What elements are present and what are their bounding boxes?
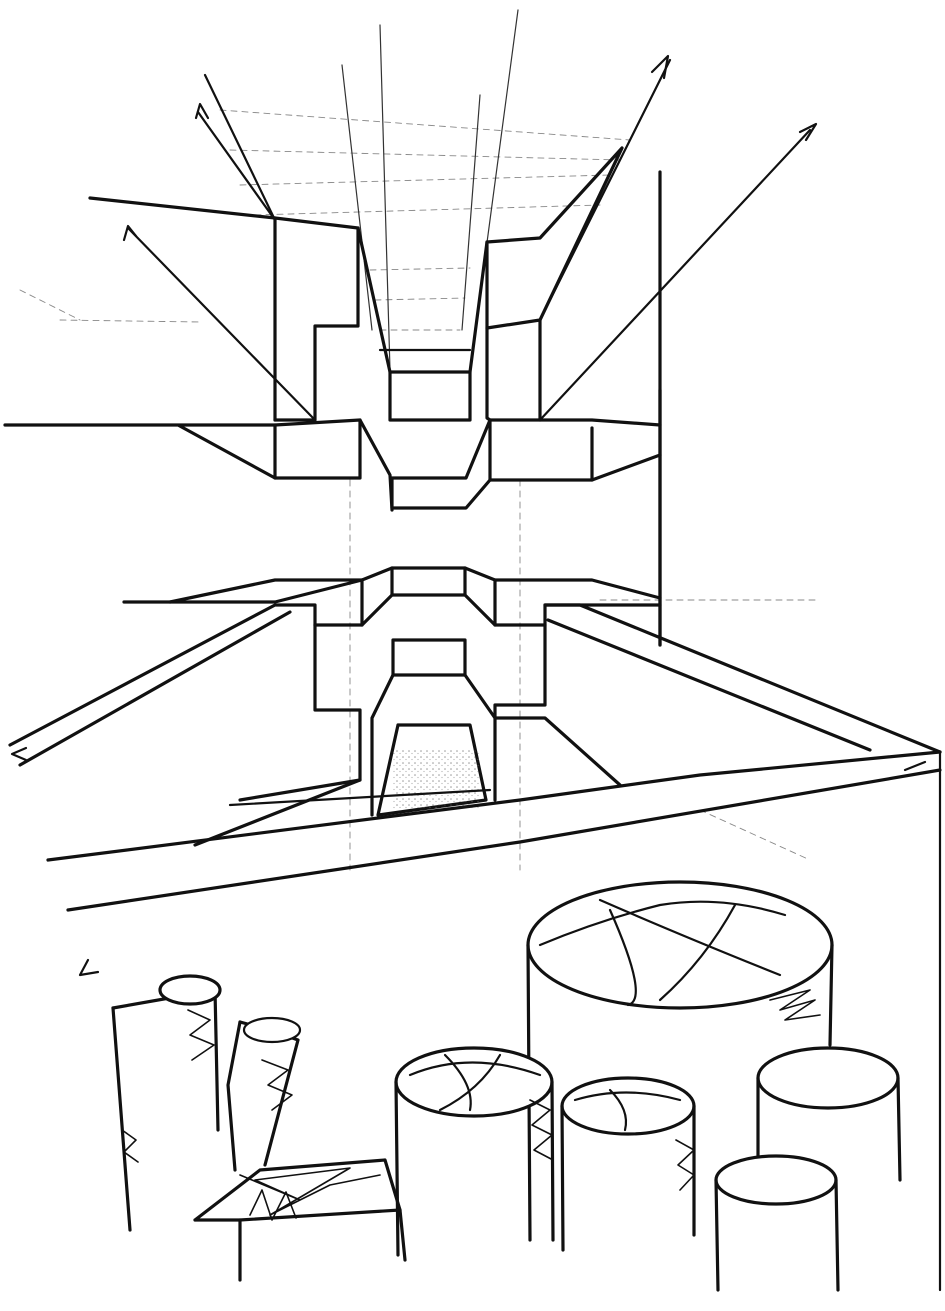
lower-structure bbox=[8, 566, 942, 1292]
upper-structure bbox=[3, 146, 662, 647]
construction-lines bbox=[19, 109, 821, 871]
vanishing-rays bbox=[126, 9, 812, 422]
arrowhead-icons bbox=[10, 54, 818, 762]
storage-tanks bbox=[111, 880, 902, 1292]
